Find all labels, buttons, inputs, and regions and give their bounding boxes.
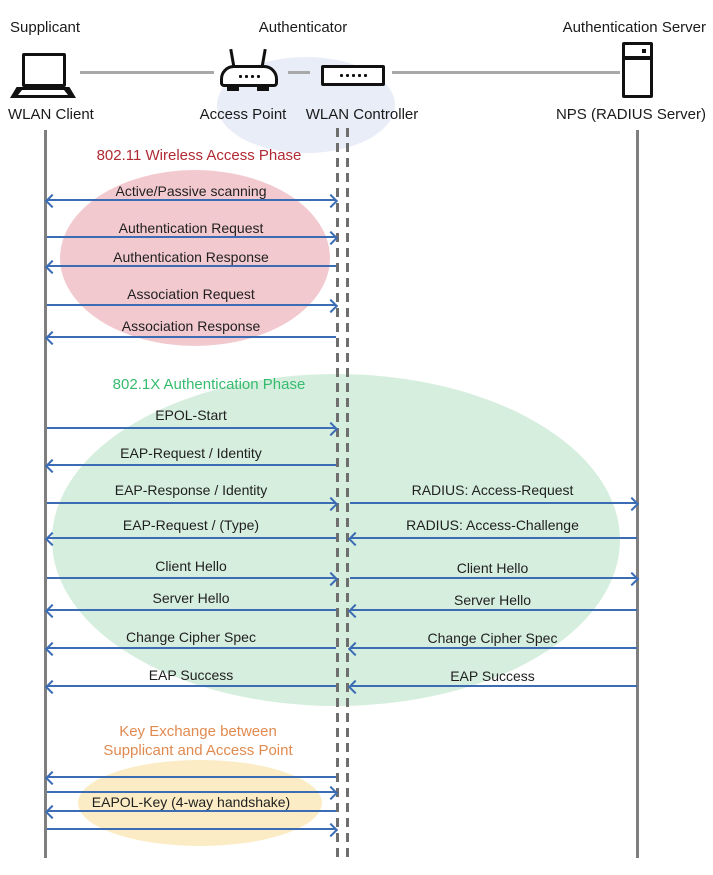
device-label-wlan-client: WLAN Client xyxy=(8,106,94,123)
lifeline-nps-server xyxy=(636,130,639,858)
access-point-foot-left xyxy=(227,87,239,91)
dot xyxy=(345,74,349,77)
device-label-access-point: Access Point xyxy=(199,106,287,123)
dot xyxy=(244,74,248,78)
message-arrow xyxy=(350,685,637,687)
connector-ap-controller xyxy=(288,71,310,74)
device-label-wlan-controller: WLAN Controller xyxy=(305,106,419,123)
message-label: Association Response xyxy=(121,318,261,334)
message-label: Association Request xyxy=(127,286,255,302)
lifeline-dashed-right xyxy=(346,128,349,858)
message-label: Change Cipher Spec xyxy=(427,630,558,646)
message-arrow xyxy=(47,685,336,687)
message-arrow xyxy=(47,304,336,306)
message-arrow xyxy=(47,427,336,429)
message-arrow xyxy=(47,647,336,649)
laptop-base-inner xyxy=(18,90,68,95)
dot xyxy=(363,74,367,77)
message-label: EAP Success xyxy=(148,667,234,683)
message-arrow xyxy=(47,502,336,504)
role-label-authenticator: Authenticator xyxy=(258,19,348,36)
message-arrow xyxy=(350,609,637,611)
message-arrow xyxy=(350,577,637,579)
laptop-screen xyxy=(22,53,66,87)
message-label: Authentication Request xyxy=(118,220,264,236)
dot xyxy=(256,74,260,78)
role-label-authentication-server: Authentication Server xyxy=(562,19,706,36)
dot xyxy=(250,74,254,78)
lifeline-dashed-left xyxy=(336,128,339,858)
message-arrow xyxy=(47,609,336,611)
dot xyxy=(339,74,343,77)
message-arrow xyxy=(47,791,336,793)
access-point-body xyxy=(220,65,278,87)
message-arrow xyxy=(47,810,336,812)
message-label: EAP-Response / Identity xyxy=(114,482,268,498)
phase-title-key-exchange-line2: Supplicant and Access Point xyxy=(103,742,293,759)
access-point-foot-right xyxy=(257,87,269,91)
dot xyxy=(357,74,361,77)
access-point-icon xyxy=(220,48,280,92)
message-arrow xyxy=(47,828,336,830)
message-label: Change Cipher Spec xyxy=(126,629,256,645)
server-led-dot xyxy=(642,49,646,53)
connector-client-ap xyxy=(80,71,214,74)
device-label-nps: NPS (RADIUS Server) xyxy=(555,106,706,123)
laptop-icon xyxy=(10,51,82,101)
message-label: EAP Success xyxy=(450,668,535,684)
message-arrow xyxy=(47,265,336,267)
server-icon xyxy=(622,42,654,99)
wlan-controller-icon xyxy=(321,65,385,87)
message-arrow xyxy=(47,199,336,201)
message-arrow xyxy=(47,537,336,539)
message-label: Server Hello xyxy=(453,592,532,608)
message-arrow xyxy=(47,464,336,466)
message-label: Client Hello xyxy=(155,558,227,574)
phase-ellipse-key-exchange xyxy=(78,760,322,846)
message-arrow xyxy=(47,577,336,579)
phase-title-key-exchange-line1: Key Exchange between xyxy=(119,723,277,740)
message-label: EPOL-Start xyxy=(155,407,227,423)
connector-controller-server xyxy=(392,71,620,74)
role-label-supplicant: Supplicant xyxy=(10,19,81,36)
lifeline-wlan-client xyxy=(44,130,47,858)
message-label: RADIUS: Access-Request xyxy=(411,482,574,498)
message-arrow xyxy=(47,236,336,238)
message-label: EAP-Request / Identity xyxy=(120,445,262,461)
dot xyxy=(351,74,355,77)
message-label: RADIUS: Access-Challenge xyxy=(406,517,579,533)
message-label: Server Hello xyxy=(152,590,230,606)
phase-title-wireless-access: 802.11 Wireless Access Phase xyxy=(96,147,302,164)
message-label: Client Hello xyxy=(456,560,529,576)
message-label: Authentication Response xyxy=(113,249,269,265)
phase-title-authentication: 802.1X Authentication Phase xyxy=(112,376,306,393)
message-arrow xyxy=(47,336,336,338)
message-label: EAPOL-Key (4-way handshake) xyxy=(91,794,291,810)
controller-body xyxy=(321,65,385,86)
message-arrow xyxy=(47,776,336,778)
message-arrow xyxy=(350,647,637,649)
message-arrow xyxy=(350,537,637,539)
message-label: EAP-Request / (Type) xyxy=(122,517,260,533)
message-label: Active/Passive scanning xyxy=(115,183,267,199)
server-divider xyxy=(625,56,650,60)
dot xyxy=(238,74,242,78)
server-body xyxy=(622,42,653,98)
message-arrow xyxy=(350,502,637,504)
